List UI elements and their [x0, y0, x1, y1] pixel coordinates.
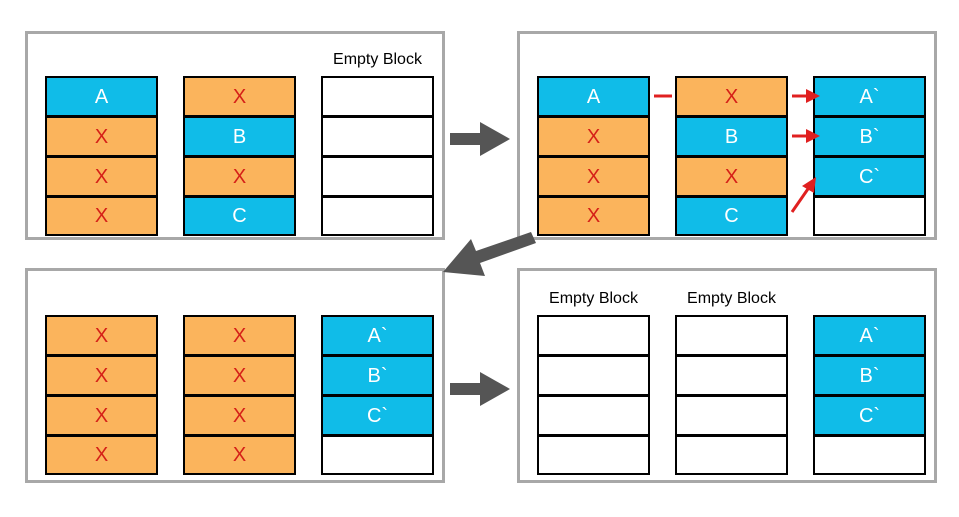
memory-cell: B` [813, 116, 926, 156]
memory-cell: A` [321, 315, 434, 355]
red-arrow-row1-head [806, 89, 820, 103]
panel-step-2: A X X X X B X C A` B` C` [517, 31, 937, 240]
panel-step-3: X X X X X X X X A` B` C` [25, 268, 445, 483]
memory-cell [321, 156, 434, 196]
panel-bl-block-1: X X X X [45, 315, 158, 475]
memory-cell: A [45, 76, 158, 116]
memory-cell: C [675, 196, 788, 236]
memory-cell: X [183, 435, 296, 475]
memory-cell [675, 435, 788, 475]
memory-cell [813, 435, 926, 475]
memory-cell: C` [321, 395, 434, 435]
panel-tr-block-2: X B X C [675, 76, 788, 236]
memory-cell: X [537, 196, 650, 236]
red-arrow-row2-head [806, 129, 820, 143]
panel-br-block-2 [675, 315, 788, 475]
memory-cell: X [45, 156, 158, 196]
red-annotation-layer [654, 89, 820, 213]
memory-cell [675, 355, 788, 395]
empty-block-label: Empty Block [333, 51, 422, 68]
panel-br-block-1 [537, 315, 650, 475]
memory-cell: B [675, 116, 788, 156]
memory-cell: X [675, 76, 788, 116]
memory-cell [321, 196, 434, 236]
flow-arrow-top-right-icon [450, 122, 510, 156]
memory-cell: X [45, 315, 158, 355]
memory-cell: X [675, 156, 788, 196]
memory-cell [321, 116, 434, 156]
memory-cell: X [183, 395, 296, 435]
memory-cell [813, 196, 926, 236]
memory-cell: X [45, 355, 158, 395]
red-arrow-row4-head [802, 177, 816, 193]
memory-cell: X [183, 315, 296, 355]
memory-cell: A [537, 76, 650, 116]
memory-cell [321, 435, 434, 475]
memory-cell: X [45, 196, 158, 236]
memory-cell: X [537, 116, 650, 156]
memory-cell [537, 395, 650, 435]
memory-cell: X [45, 435, 158, 475]
panel-bl-block-2: X X X X [183, 315, 296, 475]
memory-cell: B [183, 116, 296, 156]
memory-cell [675, 395, 788, 435]
panel-bl-block-3: A` B` C` [321, 315, 434, 475]
memory-cell: B` [321, 355, 434, 395]
memory-cell: X [45, 116, 158, 156]
panel-tl-block-2: X B X C [183, 76, 296, 236]
empty-block-label: Empty Block [687, 290, 776, 307]
memory-cell [537, 315, 650, 355]
memory-cell: C` [813, 395, 926, 435]
memory-cell: C [183, 196, 296, 236]
flow-arrow-bottom-right-icon [450, 372, 510, 406]
panel-tl-block-1: A X X X [45, 76, 158, 236]
memory-cell [537, 355, 650, 395]
memory-cell [321, 76, 434, 116]
memory-cell [537, 435, 650, 475]
red-arrow-row4-shaft [790, 185, 812, 213]
memory-cell [675, 315, 788, 355]
panel-br-block-3: A` B` C` [813, 315, 926, 475]
flow-arrow-middle-left-icon [443, 232, 536, 276]
memory-cell: X [537, 156, 650, 196]
panel-step-1: A X X X X B X C Empty Block [25, 31, 445, 240]
memory-cell: C` [813, 156, 926, 196]
memory-cell: A` [813, 315, 926, 355]
memory-cell: X [45, 395, 158, 435]
empty-block-label: Empty Block [549, 290, 638, 307]
memory-cell: X [183, 76, 296, 116]
panel-tr-block-3: A` B` C` [813, 76, 926, 236]
memory-cell: X [183, 355, 296, 395]
panel-step-4: Empty Block Empty Block A` B` C` [517, 268, 937, 483]
memory-cell: B` [813, 355, 926, 395]
panel-tl-block-3 [321, 76, 434, 236]
memory-cell: X [183, 156, 296, 196]
panel-tr-block-1: A X X X [537, 76, 650, 236]
